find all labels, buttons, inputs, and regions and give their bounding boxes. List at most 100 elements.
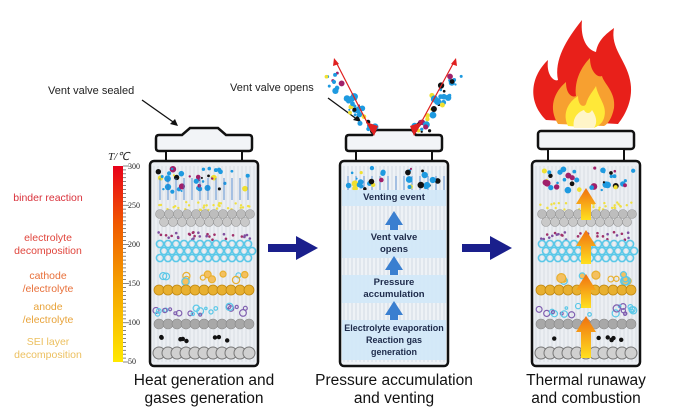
tick-label: 250	[128, 201, 140, 210]
gas-particle	[162, 187, 165, 191]
gas-particle	[423, 185, 428, 190]
separator-ring	[545, 239, 555, 249]
gas-particle	[439, 102, 445, 108]
binder-particle	[227, 209, 237, 219]
anode-particle	[198, 318, 210, 330]
gas-particle	[421, 171, 428, 179]
binder-particle	[627, 209, 637, 219]
gas-particle	[174, 174, 180, 181]
heat-up-arrow	[576, 274, 596, 308]
reaction-label-anode: anode/electrolyte	[22, 301, 74, 326]
cathode-particle	[153, 284, 165, 296]
gas-particle	[405, 176, 413, 183]
gas-particle	[353, 113, 357, 117]
graphite-particle	[242, 346, 256, 360]
tick-label: 300	[128, 162, 140, 171]
separator-ring	[629, 246, 639, 256]
gas-particle	[245, 173, 250, 178]
vent-cap-open	[344, 128, 444, 153]
binder-particle	[218, 209, 228, 219]
gas-particle	[556, 181, 559, 185]
gas-particle	[348, 110, 352, 115]
gas-particle	[417, 181, 425, 189]
tick-label: 100	[128, 318, 140, 327]
gas-particle	[543, 179, 551, 187]
tick-label: 50	[128, 357, 136, 366]
temperature-scale: T/℃ 300 250 200 150 100 50 binder reacti…	[0, 150, 140, 366]
gas-particle	[195, 174, 201, 180]
gas-particle	[368, 178, 375, 185]
gas-particle	[420, 127, 424, 131]
separator-ring	[163, 253, 173, 263]
anode-particle	[234, 318, 246, 330]
gas-particle	[357, 120, 363, 126]
step-venting-event: Venting event	[342, 190, 446, 206]
cathode-particle	[207, 284, 219, 296]
separator-ring	[609, 253, 619, 263]
cathode-particle	[234, 284, 246, 296]
separator-ring	[163, 239, 173, 249]
gas-particle	[188, 175, 191, 178]
binder-particle	[245, 209, 255, 219]
heat-up-arrow	[576, 316, 596, 358]
gas-particle	[562, 177, 567, 182]
gas-particle	[178, 183, 186, 190]
gas-particle	[613, 185, 618, 190]
separator-ring	[553, 253, 563, 263]
gas-particle	[348, 105, 353, 110]
cathode-particle	[243, 284, 255, 296]
stage-title-pressure-venting: Pressure accumulation and venting	[315, 372, 473, 407]
separator-ring	[601, 239, 611, 249]
gas-particle	[427, 184, 431, 188]
anode-particle	[189, 318, 201, 330]
gas-particle	[170, 189, 175, 194]
separator-ring	[593, 253, 603, 263]
gas-particle	[350, 171, 354, 175]
battery-cell-stage-1	[146, 118, 262, 368]
gas-particle	[454, 83, 457, 86]
separator-ring	[561, 253, 571, 263]
anode-particle	[207, 318, 219, 330]
separator-ring	[601, 253, 611, 263]
gas-particle	[348, 108, 351, 111]
cathode-particle	[198, 284, 210, 296]
binder-particle	[191, 209, 201, 219]
vent-opens-label: Vent valve opens	[230, 82, 314, 94]
temperature-ticks	[123, 165, 129, 363]
binder-particle	[164, 209, 174, 219]
gas-particle	[369, 165, 375, 171]
venting-gas-plume	[324, 58, 463, 136]
gas-particle	[343, 95, 351, 102]
separator-ring	[625, 253, 635, 263]
tick-label: 200	[128, 240, 140, 249]
gas-particle	[160, 174, 164, 179]
step-up-arrow	[385, 211, 403, 230]
gas-particle	[547, 170, 552, 175]
vent-opens-pointer-arrow	[327, 97, 361, 122]
separator-ring	[617, 253, 627, 263]
gas-particle	[204, 184, 211, 191]
gas-particle	[548, 184, 554, 191]
anode-particle	[216, 318, 228, 330]
separator-ring	[155, 239, 165, 249]
binder-particle	[200, 209, 210, 219]
reaction-label-binder: binder reaction	[13, 192, 83, 204]
gas-particle	[345, 182, 352, 189]
gas-particle	[334, 85, 340, 91]
anode-particle	[153, 318, 165, 330]
gas-particle	[600, 188, 603, 192]
gas-particle	[560, 166, 567, 173]
gas-particle	[352, 107, 357, 112]
gas-particle	[230, 169, 234, 173]
gas-particle	[604, 181, 611, 189]
gas-particle	[207, 174, 210, 178]
gas-particle	[242, 185, 248, 192]
binder-particle	[182, 209, 192, 219]
gas-particle	[193, 178, 199, 184]
anode-particle	[162, 318, 174, 330]
gas-particle	[449, 79, 455, 84]
gas-particle	[569, 181, 575, 187]
flame-icon	[533, 20, 632, 128]
separator-ring	[167, 246, 177, 256]
separator-ring	[609, 239, 619, 249]
